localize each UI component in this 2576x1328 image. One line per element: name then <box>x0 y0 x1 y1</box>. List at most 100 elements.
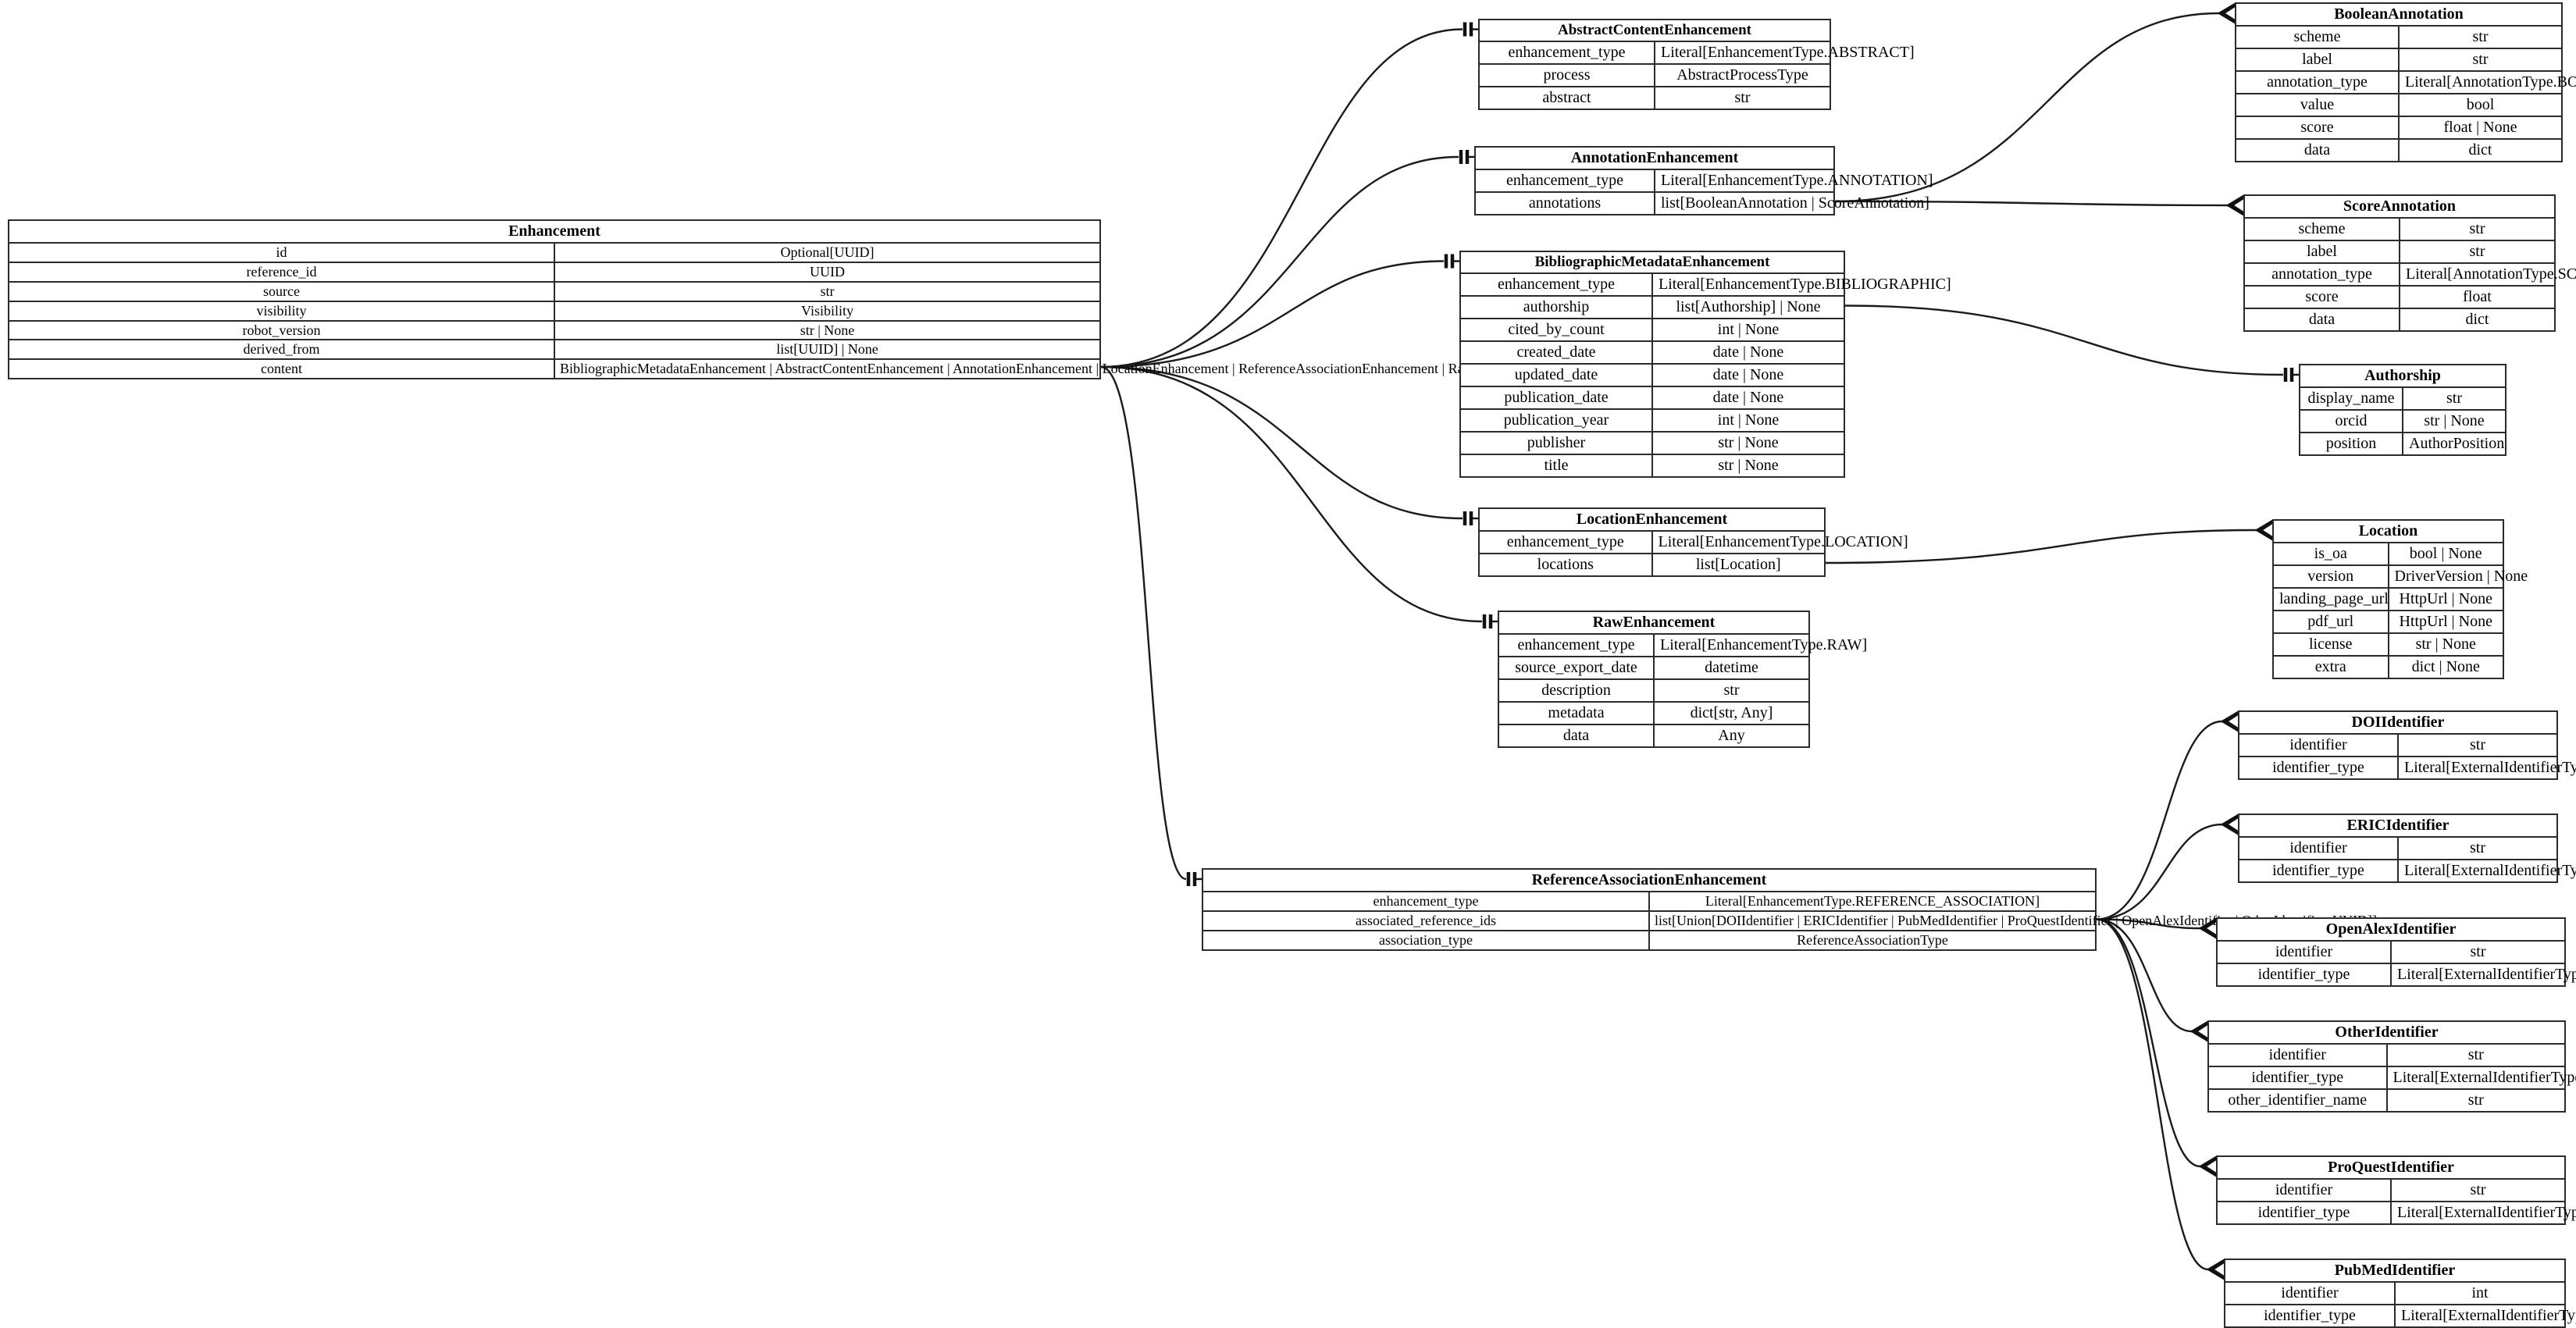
field-type: dict | None <box>2388 655 2503 678</box>
field-name: updated_date <box>1461 362 1653 386</box>
field-name: description <box>1499 678 1655 702</box>
field-type: Literal[ExternalIdentifierType.PM_ID] <box>2395 1304 2576 1326</box>
field-type: str <box>2386 1043 2564 1066</box>
field-name: identifier <box>2209 1043 2388 1066</box>
field-type: str <box>2386 1088 2564 1111</box>
field-type: str | None <box>2403 409 2505 433</box>
field-type: Literal[EnhancementType.ANNOTATION] <box>1655 169 1933 192</box>
many-marker-icon <box>2220 813 2239 836</box>
field-name: identifier <box>2239 733 2399 757</box>
many-marker-icon <box>2206 1258 2225 1281</box>
field-name: position <box>2300 432 2403 454</box>
field-type: bool | None <box>2388 542 2503 565</box>
many-marker-icon <box>2225 194 2245 217</box>
field-name: identifier_type <box>2218 963 2392 985</box>
entity-title: Authorship <box>2300 365 2505 388</box>
field-type: dict <box>2400 308 2554 330</box>
relationship-edge <box>2096 918 2209 1271</box>
field-name: publication_year <box>1461 408 1653 432</box>
field-type: str | None <box>2388 632 2503 656</box>
one-marker-icon <box>1459 150 1474 164</box>
field-type: Optional[UUID] <box>554 242 1099 262</box>
field-name: data <box>2245 308 2400 330</box>
field-name: process <box>1480 62 1655 87</box>
field-type: str <box>2391 1178 2564 1202</box>
field-type: date | None <box>1652 340 1844 364</box>
field-name: robot_version <box>9 319 555 340</box>
relationship-edge <box>1100 260 1445 368</box>
field-name: enhancement_type <box>1499 633 1655 657</box>
field-type: HttpUrl | None <box>2388 610 2503 633</box>
field-name: source <box>9 280 555 301</box>
field-type: Literal[EnhancementType.ABSTRACT] <box>1655 40 1915 64</box>
field-name: enhancement_type <box>1476 169 1655 192</box>
field-type: str <box>2399 25 2561 48</box>
field-name: publication_date <box>1461 385 1653 409</box>
field-name: identifier <box>2225 1281 2396 1305</box>
field-type: str <box>1655 85 1830 109</box>
field-name: enhancement_type <box>1480 40 1655 64</box>
field-type: str <box>2399 48 2561 71</box>
entity-title: DOIIdentifier <box>2239 712 2556 735</box>
field-type: Literal[ExternalIdentifierType.ERIC] <box>2398 859 2576 881</box>
entity-title: OtherIdentifier <box>2209 1022 2564 1045</box>
field-type: Any <box>1654 724 1808 746</box>
field-type: date | None <box>1652 385 1844 409</box>
field-type: str <box>2398 836 2556 860</box>
field-name: identifier_type <box>2209 1066 2388 1089</box>
entity-title: Location <box>2274 521 2503 543</box>
field-name: pdf_url <box>2274 610 2389 633</box>
field-name: enhancement_type <box>1480 530 1653 554</box>
field-type: AbstractProcessType <box>1655 62 1830 87</box>
field-name: annotation_type <box>2245 262 2400 286</box>
field-name: identifier_type <box>2239 756 2399 778</box>
many-marker-icon <box>2254 518 2274 542</box>
one-marker-icon <box>1186 872 1202 886</box>
